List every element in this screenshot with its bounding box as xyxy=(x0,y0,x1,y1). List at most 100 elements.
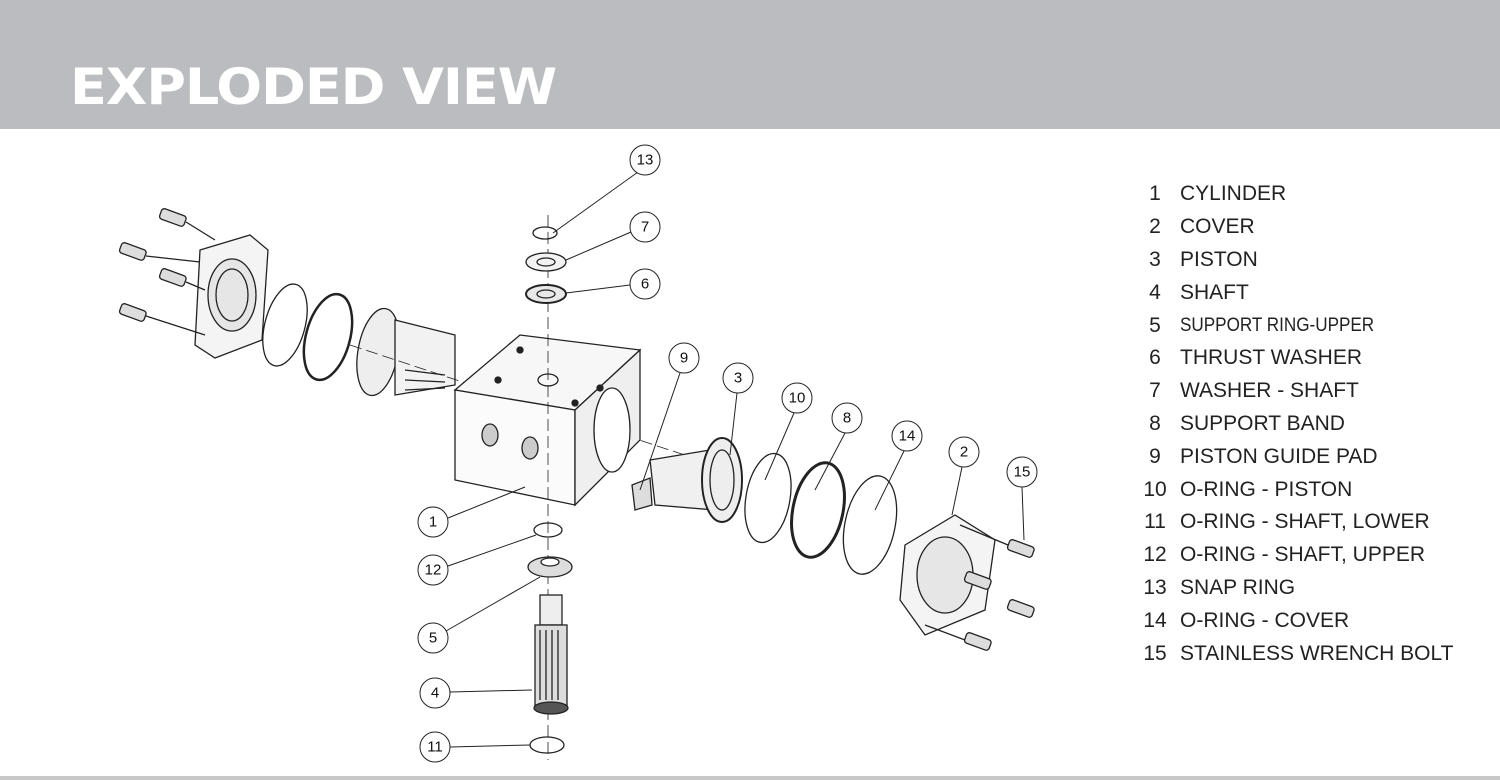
legend-name: O-RING - SHAFT, UPPER xyxy=(1180,543,1426,567)
callout-4: 4 xyxy=(419,677,533,709)
legend-item: 11 O-RING - SHAFT, LOWER xyxy=(1130,506,1453,539)
callout-13: 13 xyxy=(552,144,661,234)
svg-text:11: 11 xyxy=(427,739,443,756)
page-title: EXPLODED VIEW xyxy=(70,58,557,116)
callout-3: 3 xyxy=(722,362,754,456)
legend-item: 5 SUPPORT RING-UPPER xyxy=(1130,309,1453,342)
legend-item: 13 SNAP RING xyxy=(1130,572,1453,605)
legend-name: SUPPORT BAND xyxy=(1180,411,1345,435)
callout-7: 7 xyxy=(565,211,661,261)
legend-number: 11 xyxy=(1144,510,1166,534)
callout-2: 2 xyxy=(948,436,980,516)
svg-text:8: 8 xyxy=(843,410,851,427)
support-ring-upper xyxy=(527,556,573,578)
cylinder-body xyxy=(453,334,642,507)
legend-name: WASHER - SHAFT xyxy=(1180,379,1359,403)
piston-guide-pad xyxy=(631,477,653,511)
svg-text:13: 13 xyxy=(637,152,654,169)
legend-number: 13 xyxy=(1143,575,1167,599)
legend-item: 4 SHAFT xyxy=(1130,276,1453,309)
legend-name: CYLINDER xyxy=(1180,182,1287,206)
legend-name: O-RING - COVER xyxy=(1180,608,1350,632)
legend-name: SNAP RING xyxy=(1180,575,1296,599)
callout-5: 5 xyxy=(417,576,541,654)
legend-name: O-RING - SHAFT, LOWER xyxy=(1180,510,1430,534)
callout-6: 6 xyxy=(565,268,661,300)
support-band xyxy=(790,461,846,559)
svg-text:1: 1 xyxy=(429,514,437,531)
oring-shaft-upper xyxy=(533,522,563,538)
callout-12: 12 xyxy=(417,534,537,586)
svg-text:14: 14 xyxy=(899,428,916,445)
thrust-washer xyxy=(525,284,567,304)
bottom-divider xyxy=(0,776,1500,780)
legend-name: COVER xyxy=(1180,215,1255,239)
legend-item: 15 STAINLESS WRENCH BOLT xyxy=(1130,637,1453,670)
legend-name: PISTON xyxy=(1180,247,1258,271)
legend-name: SHAFT xyxy=(1180,280,1249,304)
legend-item: 3 PISTON xyxy=(1130,244,1453,277)
right-bolts xyxy=(924,524,1035,651)
legend-name: O-RING - PISTON xyxy=(1180,477,1353,501)
snap-ring xyxy=(532,226,558,240)
oring-shaft-lower xyxy=(529,736,565,754)
legend-number: 1 xyxy=(1149,182,1161,206)
legend-number: 10 xyxy=(1143,477,1167,501)
legend-number: 9 xyxy=(1149,444,1161,468)
legend-number: 8 xyxy=(1149,411,1161,435)
exploded-view-diagram: 13 7 6 9 3 10 8 14 2 15 1 12 5 4 11 xyxy=(118,144,1038,763)
left-piston xyxy=(356,307,456,397)
header-banner: EXPLODED VIEW xyxy=(0,0,1500,129)
left-bolts xyxy=(118,208,216,336)
legend-item: 7 WASHER - SHAFT xyxy=(1130,375,1453,408)
callout-14: 14 xyxy=(874,420,923,511)
legend-name: SUPPORT RING-UPPER xyxy=(1180,314,1375,336)
left-orings xyxy=(262,283,354,382)
legend-number: 5 xyxy=(1149,313,1161,337)
oring-piston xyxy=(744,452,792,544)
legend-number: 4 xyxy=(1149,280,1161,304)
svg-text:12: 12 xyxy=(425,562,442,579)
svg-text:6: 6 xyxy=(641,276,649,293)
svg-text:3: 3 xyxy=(734,370,742,387)
legend-number: 14 xyxy=(1143,608,1167,632)
legend-name: PISTON GUIDE PAD xyxy=(1180,444,1378,468)
legend-item: 14 O-RING - COVER xyxy=(1130,604,1453,637)
svg-text:15: 15 xyxy=(1014,464,1031,481)
callouts: 13 7 6 9 3 10 8 14 2 15 1 12 5 4 11 xyxy=(417,144,1038,763)
legend-item: 8 SUPPORT BAND xyxy=(1130,408,1453,441)
callout-9: 9 xyxy=(639,342,700,491)
piston xyxy=(649,437,743,523)
svg-text:7: 7 xyxy=(641,219,649,236)
oring-cover xyxy=(842,475,898,575)
legend-number: 7 xyxy=(1149,379,1161,403)
callout-10: 10 xyxy=(764,382,813,481)
legend-item: 2 COVER xyxy=(1130,211,1453,244)
svg-text:9: 9 xyxy=(680,350,688,367)
legend-item: 10 O-RING - PISTON xyxy=(1130,473,1453,506)
callout-11: 11 xyxy=(419,731,531,763)
right-cover xyxy=(899,514,996,636)
washer-shaft xyxy=(525,252,567,272)
legend-number: 12 xyxy=(1143,543,1167,567)
svg-text:5: 5 xyxy=(429,630,437,647)
legend-number: 3 xyxy=(1149,247,1161,271)
svg-text:2: 2 xyxy=(960,444,968,461)
callout-1: 1 xyxy=(417,486,526,538)
legend-item: 1 CYLINDER xyxy=(1130,178,1453,211)
legend-number: 15 xyxy=(1143,641,1167,665)
legend-number: 2 xyxy=(1149,215,1161,239)
legend-name: THRUST WASHER xyxy=(1180,346,1363,370)
legend-item: 12 O-RING - SHAFT, UPPER xyxy=(1130,539,1453,572)
svg-text:10: 10 xyxy=(789,390,806,407)
legend-number: 6 xyxy=(1149,346,1161,370)
callout-15: 15 xyxy=(1006,456,1038,541)
left-cover xyxy=(194,234,269,359)
legend-item: 9 PISTON GUIDE PAD xyxy=(1130,440,1453,473)
legend-item: 6 THRUST WASHER xyxy=(1130,342,1453,375)
legend-name: STAINLESS WRENCH BOLT xyxy=(1180,641,1454,665)
callout-8: 8 xyxy=(814,402,863,491)
shaft xyxy=(533,594,569,715)
svg-text:4: 4 xyxy=(431,685,439,702)
